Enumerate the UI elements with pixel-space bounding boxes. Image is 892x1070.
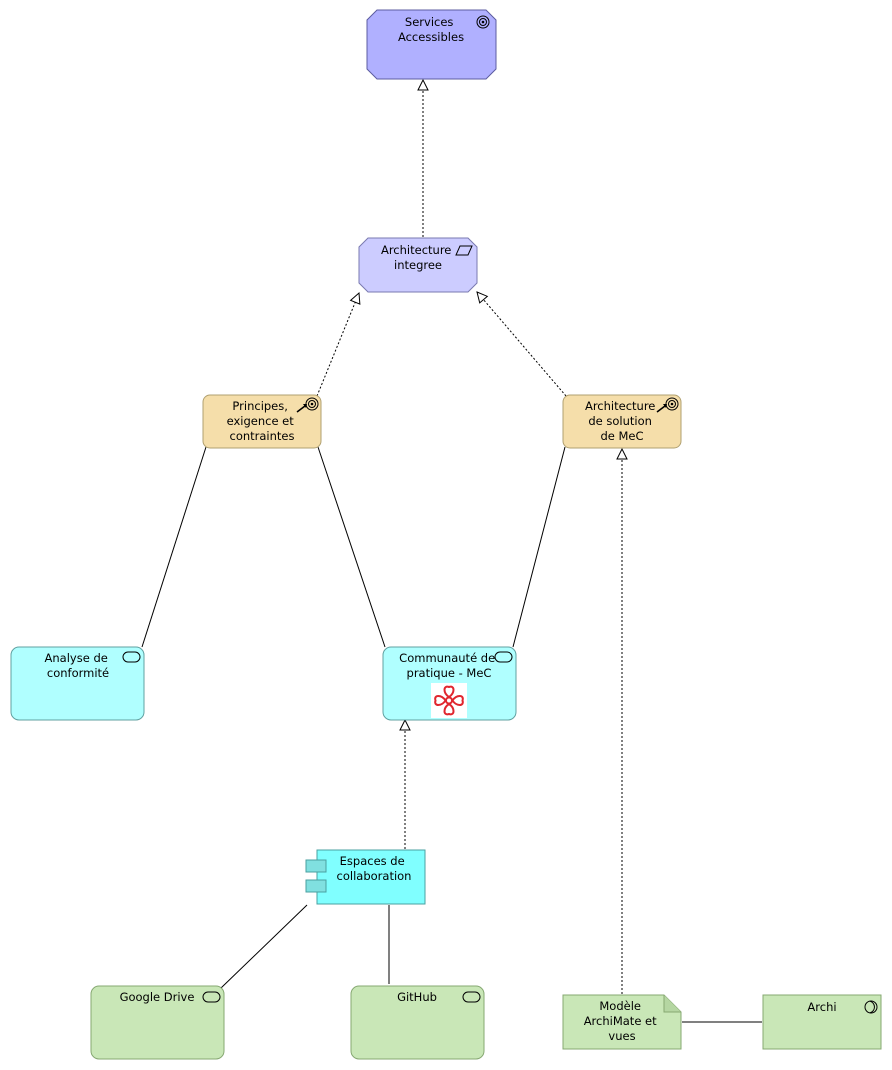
node-services-accessibles[interactable]: Services Accessibles	[366, 9, 497, 80]
goal-icon	[656, 397, 679, 413]
node-shape	[562, 394, 682, 449]
label-line: integree	[394, 258, 442, 272]
node-shape	[10, 646, 145, 721]
node-label: Services Accessibles	[398, 15, 464, 44]
label-line: exigence et	[227, 414, 295, 428]
node-label: Modèle ArchiMate et vues	[584, 999, 661, 1043]
node-github[interactable]: GitHub	[350, 985, 485, 1060]
goal-icon	[296, 397, 319, 413]
montreal-rose-logo	[431, 683, 467, 718]
node-shape	[562, 994, 682, 1050]
association-communaute-to-architecture-solution[interactable]	[512, 446, 566, 648]
node-label: Architecture de solution de MeC	[585, 399, 659, 443]
label-line: Espaces de	[340, 854, 405, 868]
node-communaute-pratique[interactable]: Communauté de pratique - MeC	[382, 646, 517, 721]
node-label: Communauté de pratique - MeC	[399, 651, 499, 680]
goal-icon	[476, 15, 490, 29]
label-line: Modèle	[599, 999, 641, 1013]
label-line: pratique - MeC	[407, 666, 492, 680]
node-label: Principes, exigence et contraintes	[227, 399, 298, 443]
deliverable-icon	[455, 245, 473, 256]
node-modele-archimate[interactable]: Modèle ArchiMate et vues	[562, 994, 682, 1050]
realization-principes-to-architecture-integree[interactable]	[316, 293, 359, 397]
node-shape	[202, 394, 322, 449]
label-line: GitHub	[397, 990, 437, 1004]
label-line: de solution	[588, 414, 652, 428]
node-shape	[366, 9, 497, 80]
node-label: Espaces de collaboration	[337, 854, 412, 883]
node-shape	[90, 985, 225, 1060]
artifact-fold	[663, 995, 681, 1013]
label-line: Architecture	[585, 399, 655, 413]
node-archi[interactable]: Archi	[762, 994, 882, 1050]
system-software-icon	[864, 1000, 878, 1014]
node-shape	[350, 985, 485, 1060]
association-analyse-to-principes[interactable]	[141, 446, 207, 648]
service-icon	[122, 651, 141, 663]
node-espaces-collaboration[interactable]: Espaces de collaboration	[305, 849, 426, 905]
service-icon	[202, 991, 221, 1003]
component-tab-bottom	[305, 879, 327, 893]
label-line: Archi	[807, 1000, 836, 1014]
component-tab-top	[305, 859, 327, 873]
node-principes[interactable]: Principes, exigence et contraintes	[202, 394, 322, 449]
node-label: Archi	[807, 1000, 836, 1014]
label-line: Principes,	[232, 399, 287, 413]
node-label: Google Drive	[120, 990, 195, 1004]
label-line: Communauté de	[399, 651, 495, 665]
node-shape	[358, 237, 478, 293]
label-line: collaboration	[337, 869, 412, 883]
service-icon	[494, 651, 513, 663]
node-shape	[762, 994, 882, 1050]
node-architecture-integree[interactable]: Architecture integree	[358, 237, 478, 293]
label-line: vues	[608, 1029, 635, 1043]
node-label: Analyse de conformité	[45, 651, 112, 680]
label-line: Services	[405, 15, 454, 29]
label-line: contraintes	[230, 429, 295, 443]
relations	[141, 80, 762, 1023]
label-line: Google Drive	[120, 990, 195, 1004]
realization-architecture-solution-to-architecture-integree[interactable]	[477, 292, 567, 397]
label-line: conformité	[47, 666, 109, 680]
node-label: GitHub	[397, 990, 437, 1004]
service-icon	[462, 991, 481, 1003]
association-communaute-to-principes[interactable]	[317, 446, 386, 648]
node-label: Architecture integree	[381, 243, 455, 272]
node-analyse-conformite[interactable]: Analyse de conformité	[10, 646, 145, 721]
node-google-drive[interactable]: Google Drive	[90, 985, 225, 1060]
node-architecture-solution[interactable]: Architecture de solution de MeC	[562, 394, 682, 449]
node-shape	[316, 849, 426, 905]
label-line: Analyse de	[45, 651, 108, 665]
label-line: Architecture	[381, 243, 451, 257]
label-line: ArchiMate et	[584, 1014, 657, 1028]
association-google-drive-to-espaces[interactable]	[220, 904, 308, 989]
label-line: de MeC	[600, 429, 643, 443]
label-line: Accessibles	[398, 30, 464, 44]
